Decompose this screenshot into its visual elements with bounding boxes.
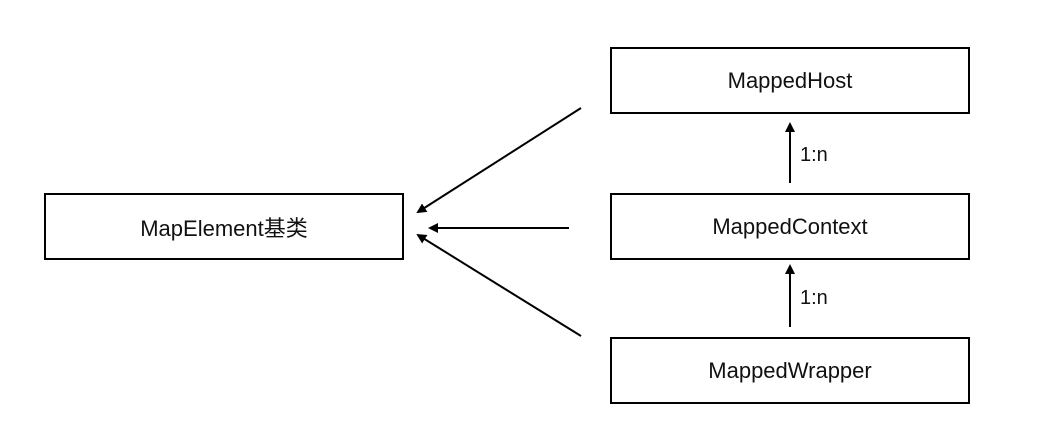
node-label: MappedContext <box>712 213 868 239</box>
node-label: MappedWrapper <box>708 357 872 383</box>
node-label: MapElement基类 <box>140 215 308 241</box>
edge-label-wrapper-context: 1:n <box>800 287 828 309</box>
edge-label-context-host: 1:n <box>800 144 828 166</box>
node-mapelement-base: MapElement基类 <box>44 193 404 260</box>
arrow-wrapper-to-base <box>416 233 582 337</box>
node-mappedwrapper: MappedWrapper <box>610 337 970 404</box>
arrow-host-to-base <box>416 107 582 214</box>
node-mappedcontext: MappedContext <box>610 193 970 260</box>
node-label: MappedHost <box>727 67 853 93</box>
node-mappedhost: MappedHost <box>610 47 970 114</box>
